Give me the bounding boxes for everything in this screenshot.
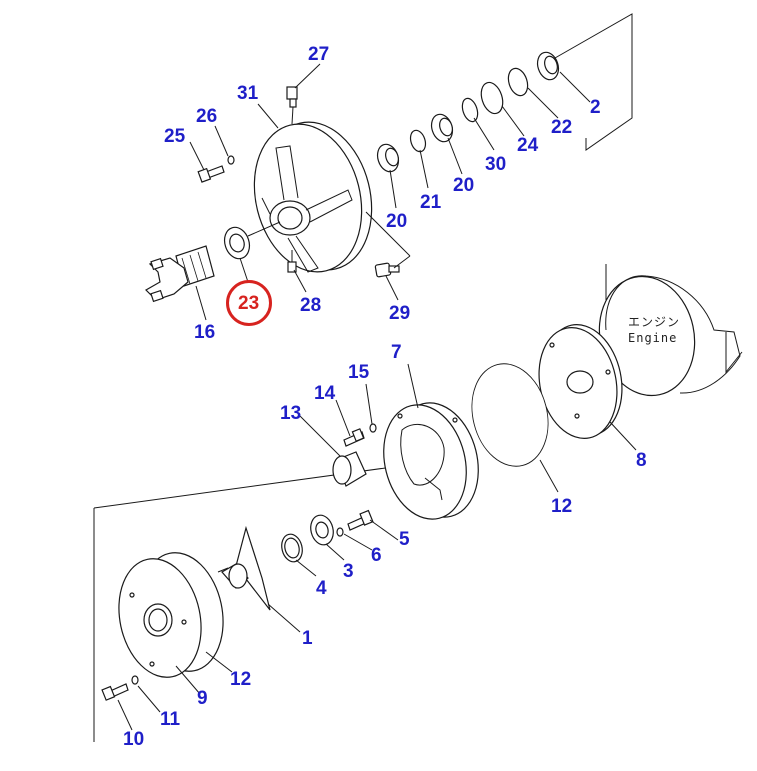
part-label-11[interactable]: 11	[160, 709, 181, 730]
part-label-4[interactable]: 4	[316, 578, 327, 599]
part-label-15[interactable]: 15	[348, 362, 370, 383]
highlight-circle	[226, 280, 272, 326]
part-label-12-top[interactable]: 12	[551, 496, 573, 517]
part-label-5[interactable]: 5	[399, 529, 410, 550]
part-27-nipple	[286, 86, 298, 125]
part-label-23-highlighted[interactable]: 23	[238, 293, 260, 314]
parts-14-15-bolt-washer	[343, 423, 377, 447]
part-label-29[interactable]: 29	[389, 303, 411, 324]
part-label-3[interactable]: 3	[343, 561, 354, 582]
part-label-20-top[interactable]: 20	[453, 175, 475, 196]
part-label-28[interactable]: 28	[300, 295, 322, 316]
engine-housing	[598, 264, 743, 397]
part-label-31[interactable]: 31	[237, 83, 259, 104]
engine-label-en: Engine	[628, 331, 678, 345]
part-29-breather	[365, 211, 411, 278]
part-label-1[interactable]: 1	[302, 628, 313, 649]
part-23-seal	[223, 221, 281, 260]
part-1-impeller	[217, 525, 271, 611]
part-label-6[interactable]: 6	[371, 545, 382, 566]
part-16-yoke	[145, 245, 215, 303]
part-label-10[interactable]: 10	[123, 729, 145, 750]
parts-25-26-bolt-washer	[197, 155, 235, 183]
part-label-8[interactable]: 8	[636, 450, 647, 471]
part-label-24[interactable]: 24	[517, 135, 539, 156]
part-13-bearing	[332, 451, 367, 487]
bearing-stack	[376, 51, 560, 173]
part-label-22[interactable]: 22	[551, 117, 573, 138]
part-label-27[interactable]: 27	[308, 44, 330, 65]
part-12-gasket	[471, 363, 549, 467]
part-label-13[interactable]: 13	[280, 403, 302, 424]
part-7-housing	[383, 402, 479, 520]
part-label-2[interactable]: 2	[590, 97, 601, 118]
part-label-21[interactable]: 21	[420, 192, 442, 213]
part-31-cover	[253, 121, 373, 273]
part-label-16[interactable]: 16	[194, 322, 216, 343]
part-9-drum	[118, 552, 224, 678]
part-28-plug	[287, 250, 297, 273]
part-label-14[interactable]: 14	[314, 383, 336, 404]
part-label-20[interactable]: 20	[386, 211, 408, 232]
part-label-30[interactable]: 30	[485, 154, 507, 175]
parts-5-6-bolt-washer	[336, 509, 374, 537]
part-label-9[interactable]: 9	[197, 688, 208, 709]
part-label-7[interactable]: 7	[391, 342, 402, 363]
leader-lines	[117, 63, 637, 731]
engine-label-jp: エンジン	[628, 315, 681, 329]
parts-10-11-bolt-washer	[101, 675, 139, 701]
part-label-25[interactable]: 25	[164, 126, 186, 147]
part-label-12-bottom[interactable]: 12	[230, 669, 252, 690]
parts-3-4-rings	[281, 514, 334, 563]
part-label-26[interactable]: 26	[196, 106, 218, 127]
